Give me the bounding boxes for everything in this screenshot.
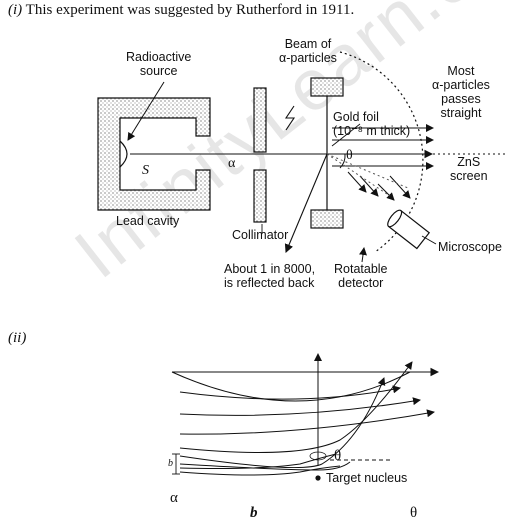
source-s-shape (119, 140, 128, 168)
collimator-label: Collimator (232, 228, 289, 242)
theta-label: θ (346, 148, 353, 163)
lead-cavity (97, 97, 211, 211)
reflected-back-arrow (284, 153, 328, 254)
collimator-top (253, 87, 267, 153)
part-ii-b-small-label: b (168, 458, 173, 469)
part-ii-b-label: b (250, 505, 258, 521)
reflected-back-label: About 1 in 8000,is reflected back (224, 262, 316, 290)
microscope-icon (387, 209, 431, 250)
alpha-label: α (228, 156, 236, 171)
target-nucleus-dot (315, 475, 321, 481)
part-ii-alpha-label: α (170, 490, 178, 506)
source-s-label: S (142, 163, 149, 178)
microscope-label: Microscope (438, 240, 502, 254)
caption-i-text: This experiment was suggested by Rutherf… (25, 2, 355, 18)
rotatable-detector-arc (339, 51, 424, 253)
collimator-bottom (253, 169, 267, 223)
part-ii-theta-bottom-label: θ (410, 505, 418, 521)
part-ii-theta-label: θ (334, 448, 342, 464)
gold-foil-label: Gold foil(10⁻⁸ m thick) (333, 110, 411, 138)
caption-i: (i) This experiment was suggested by Rut… (8, 2, 354, 19)
caption-ii-marker: (ii) (8, 330, 27, 346)
target-nucleus-label: Target nucleus (326, 471, 408, 485)
lead-cavity-label: Lead cavity (116, 214, 180, 228)
caption-i-marker: (i) (8, 2, 23, 18)
